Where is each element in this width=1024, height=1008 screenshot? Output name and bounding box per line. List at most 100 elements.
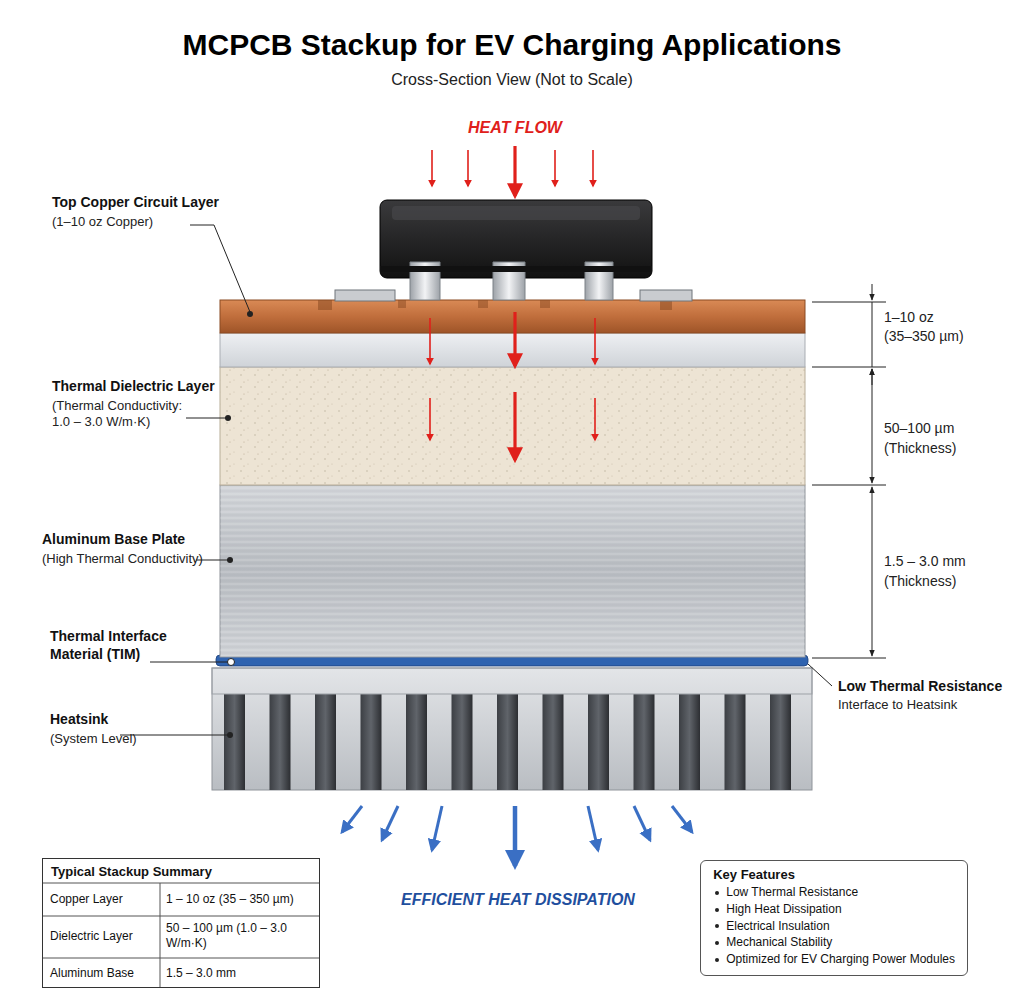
leader-lines (186, 418, 226, 419)
fin-gap (361, 694, 382, 790)
table-cell: Copper Layer (50, 892, 123, 907)
copper-layer (540, 300, 550, 308)
fin-gap (270, 694, 291, 790)
leader-dots (225, 311, 253, 738)
table-rule (42, 958, 320, 959)
bond-layer (220, 333, 805, 367)
table-grid (42, 858, 320, 988)
heat-flow-arrows (554, 150, 556, 186)
copper-layer (478, 300, 488, 308)
leader-dots (227, 732, 233, 738)
table-cell: Aluminum Base (50, 966, 134, 981)
leader-lines (150, 662, 228, 663)
layer-name: Thermal Dielectric Layer (52, 378, 215, 396)
dimension-lines (812, 302, 886, 658)
power-component (640, 290, 692, 301)
dimension-lines (872, 302, 873, 367)
layer-name: Top Copper Circuit Layer (52, 194, 219, 212)
summary-table: Typical Stackup Summary (42, 858, 320, 988)
leader-lines (120, 225, 832, 735)
heat-flow-arrows (467, 150, 469, 186)
heat-flow-arrows (594, 318, 596, 364)
fin-gap (725, 694, 746, 790)
dimension-lines (872, 487, 873, 656)
fin-gap (679, 694, 700, 790)
fin-gap (406, 694, 427, 790)
title: MCPCB Stackup for EV Charging Applicatio… (183, 26, 842, 64)
feature-item: High Heat Dissipation (713, 901, 955, 918)
dimension-lines (872, 369, 873, 483)
fin-gap (588, 694, 609, 790)
heat-flow-arrows (430, 312, 595, 460)
dimension: (Thickness) (884, 573, 956, 591)
dissipation-arrows (588, 806, 598, 850)
heat-flow-arrows (592, 150, 594, 186)
power-component (380, 200, 652, 278)
table-grid (42, 858, 320, 988)
layer-name: Thermal Interface Material (TIM) (50, 628, 182, 663)
copper-layer (220, 300, 805, 333)
subtitle: Cross-Section View (Not to Scale) (391, 70, 633, 90)
leader-dots (247, 311, 253, 317)
heat-flow-label: HEAT FLOW (468, 118, 562, 138)
layer-note: (Thermal Conductivity: 1.0 – 3.0 W/m·K) (52, 398, 202, 431)
dissipation-arrows (634, 806, 650, 840)
heatsink-base (212, 668, 812, 694)
layer-name: Aluminum Base Plate (42, 531, 185, 549)
fin-gap (634, 694, 655, 790)
dielectric-layer (220, 367, 805, 485)
table-cell: 1 – 10 oz (35 – 350 µm) (166, 892, 294, 907)
heat-flow-arrows (513, 146, 516, 196)
dimension: 1.5 – 3.0 mm (884, 553, 966, 571)
table-cell: Dielectric Layer (50, 929, 133, 944)
feature-item: Low Thermal Resistance (713, 884, 955, 901)
fin-gap (543, 694, 564, 790)
heatsink (212, 668, 812, 790)
feature-item: Mechanical Stability (713, 934, 955, 951)
interface-note: Low Thermal Resistance (838, 678, 1002, 696)
dimension: (35–350 µm) (884, 328, 964, 346)
bullet (715, 924, 719, 928)
box-heading: Key Features (713, 867, 955, 882)
feature-item: Electrical Insulation (713, 918, 955, 935)
dimension: (Thickness) (884, 440, 956, 458)
dissipation-arrows (432, 806, 442, 850)
leader-lines (190, 225, 250, 312)
feature-text: Mechanical Stability (726, 935, 832, 949)
heat-flow-arrows (429, 398, 431, 440)
bullet (715, 958, 719, 962)
table-rule (42, 916, 320, 917)
leader-dots (227, 557, 233, 563)
fin-gap (497, 694, 518, 790)
heat-flow-arrows (513, 312, 516, 366)
aluminum-base-plate (220, 485, 805, 657)
power-component (335, 290, 395, 301)
fin-gap (770, 694, 791, 790)
layer-note: (System Level) (50, 731, 137, 747)
dissipation-arrows (513, 806, 518, 866)
dimension-lines (812, 284, 886, 658)
feature-item: Optimized for EV Charging Power Modules (713, 951, 955, 968)
copper-layer (318, 300, 332, 310)
heatsink (212, 668, 812, 790)
heat-flow-arrows (594, 398, 596, 440)
table-rule (42, 883, 320, 884)
power-component (380, 266, 652, 272)
dissipation-arrows (342, 806, 362, 832)
heat-flow-arrows (431, 150, 433, 186)
leader-lines (808, 664, 832, 686)
layer-note: (High Thermal Conductivity) (42, 551, 203, 567)
table-cell: 50 – 100 µm (1.0 – 3.0 W/m·K) (166, 921, 306, 951)
table-rule (160, 883, 161, 988)
aluminum-base-plate (220, 485, 805, 657)
dissipation-arrows (342, 806, 692, 866)
heat-flow-arrows (429, 318, 431, 364)
fin-gap (224, 694, 245, 790)
power-component (335, 200, 692, 301)
dielectric-layer (220, 367, 805, 485)
layer-name: Heatsink (50, 711, 108, 729)
feature-text: High Heat Dissipation (726, 902, 841, 916)
